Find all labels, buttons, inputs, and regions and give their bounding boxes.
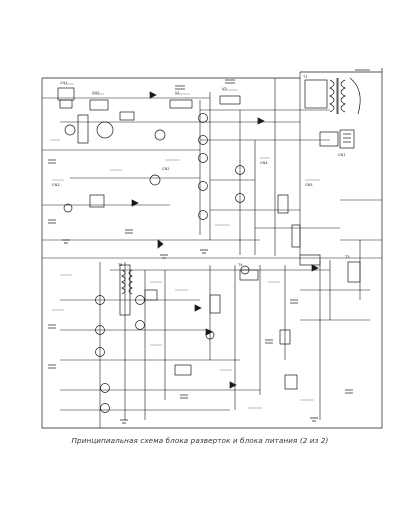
label-v1: V1 (175, 91, 180, 95)
label-cn3: CN3 (52, 183, 59, 187)
component-labels: CH1 CH2 V1 V2 T1 CN1 CN2 CN3 CN4 CN5 T5 … (52, 75, 349, 267)
transistor-symbols (63, 113, 250, 413)
ground-symbols (62, 239, 318, 424)
transformer-t5 (121, 269, 133, 295)
label-t1: T1 (302, 75, 307, 79)
component-blocks (57, 79, 361, 390)
label-t5: T5 (117, 263, 122, 267)
connector-cn1 (339, 129, 355, 149)
label-cn5: CN5 (305, 183, 312, 187)
label-cn1: CN1 (338, 153, 345, 157)
frame-lines (41, 68, 383, 429)
label-ch1: CH1 (60, 81, 68, 85)
label-t4: T4 (237, 263, 243, 267)
diagram-caption: Принципиальная схема блока разверток и б… (71, 436, 329, 445)
label-t3: T3 (344, 255, 349, 259)
label-v2: V2 (222, 87, 227, 91)
label-ch2: CH2 (92, 91, 100, 95)
capacitor-symbols (48, 79, 353, 399)
bus-wires (42, 72, 382, 428)
diode-symbols (131, 91, 319, 389)
label-ticks (50, 83, 320, 409)
label-cn4: CN4 (260, 161, 268, 165)
label-cn2: CN2 (162, 167, 169, 171)
transformer-t1 (329, 69, 370, 115)
